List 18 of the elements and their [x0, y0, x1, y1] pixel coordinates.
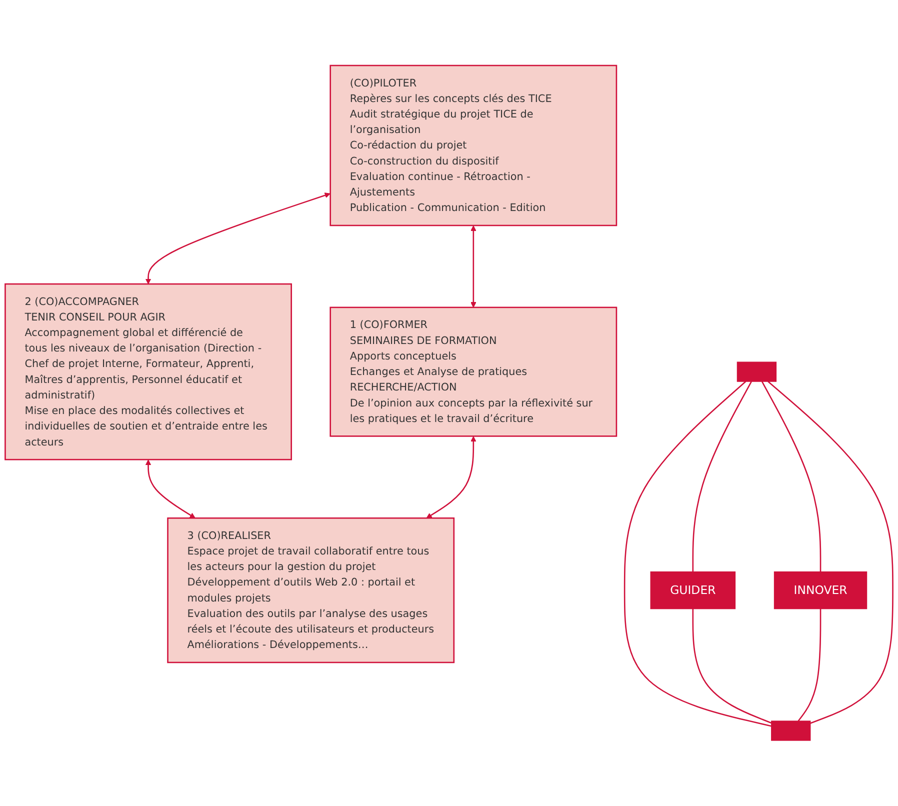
node-box: 1 (CO)FORMER SEMINAIRES DE FORMATION Apports conceptuels Echanges et Analyse de pratiques RECHERCHE/ACTION De l’opinion aux concepts par la réflexivité sur les pratiques et le travail d’écriture: [330, 306, 618, 437]
connector: [798, 608, 822, 722]
arrow: [145, 192, 330, 284]
node-box: (CO)PILOTER Repères sur les concepts clés des TICE Audit stratégique du projet TICE de l’organisation Co-rédaction du projet Co-construction du dispositif Evaluation continue - Rétroaction - Ajustements Publication - Communication - Edition: [330, 64, 618, 226]
connector: [768, 381, 894, 724]
node-box: GUIDER: [650, 571, 736, 610]
connector: [692, 381, 752, 572]
node-box: [771, 720, 811, 741]
node-box: [736, 362, 777, 382]
arrow: [470, 225, 476, 308]
node-box: 3 (CO)REALISER Espace projet de travail collaboratif entre tous les acteurs pour la gestion du projet Développement d’outils Web 2.0 : portail et modules projets Evaluation des outils par l’analyse des usages réels et l’écoute des utilisateurs et producteurs Améliorations - Développements…: [167, 517, 455, 664]
node-box: INNOVER: [774, 571, 868, 610]
arrow: [145, 460, 196, 518]
arrow: [426, 436, 476, 518]
connector: [692, 608, 772, 724]
node-box: 2 (CO)ACCOMPAGNER TENIR CONSEIL POUR AGIR Accompagnement global et différencié de tous les niveaux de l’organisation (Direction - Chef de projet Interne, Formateur, Apprenti, Maîtres d’apprentis, Personnel éducatif et administratif) Mise en place des modalités collectives et individuelles de soutien et d’entraide entre les acteurs: [4, 283, 292, 460]
connector: [624, 381, 772, 727]
connector: [761, 381, 822, 572]
